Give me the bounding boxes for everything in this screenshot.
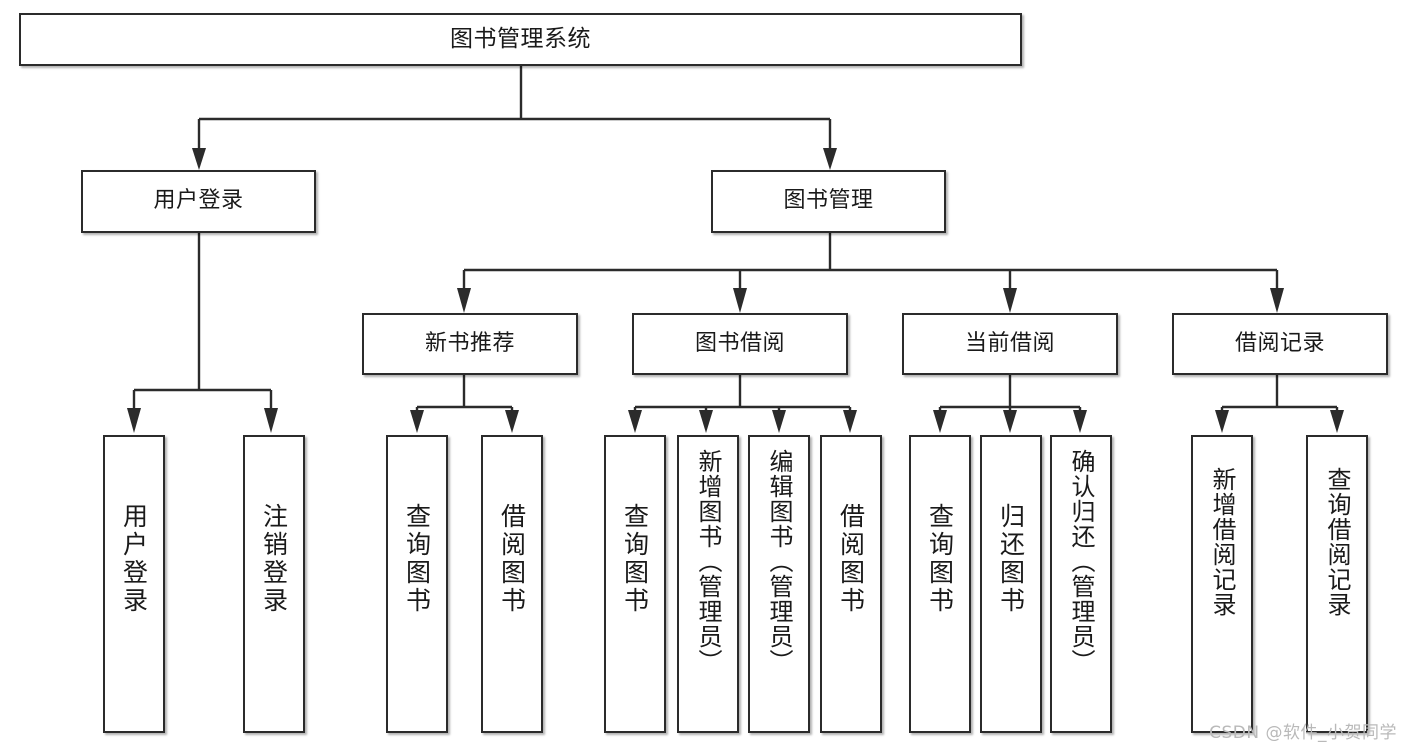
arrow-head-leaf-return-book	[1003, 410, 1017, 433]
node-leaf-query-record[interactable]: 查询借阅记录	[1306, 435, 1368, 733]
node-leaf-query-book-2[interactable]: 查询图书	[604, 435, 666, 733]
node-leaf-add-book[interactable]: 新增图书（管理员）	[677, 435, 739, 733]
node-leaf-query-record-label: 查询借阅记录	[1323, 467, 1351, 617]
node-leaf-return-book-label: 归还图书	[996, 503, 1026, 615]
node-borrow-record-label: 借阅记录	[1234, 330, 1325, 356]
node-leaf-confirm-return[interactable]: 确认归还（管理员）	[1050, 435, 1112, 733]
arrow-head-leaf-query-book-3	[933, 410, 947, 433]
node-book-borrow-label: 图书借阅	[694, 330, 785, 356]
node-book-borrow[interactable]: 图书借阅	[632, 313, 848, 375]
node-leaf-add-record-label: 新增借阅记录	[1208, 467, 1236, 617]
arrow-head-leaf-edit-book	[772, 410, 786, 433]
arrow-head-leaf-user-login	[127, 408, 141, 433]
node-leaf-query-book-1[interactable]: 查询图书	[386, 435, 448, 733]
node-leaf-return-book[interactable]: 归还图书	[980, 435, 1042, 733]
arrow-head-leaf-add-book	[699, 410, 713, 433]
arrow-head-borrow-record	[1270, 288, 1284, 313]
arrow-head-leaf-borrow-book-2	[843, 410, 857, 433]
node-current-borrow-label: 当前借阅	[964, 330, 1055, 356]
node-book-management[interactable]: 图书管理	[711, 170, 946, 233]
node-leaf-borrow-book-1[interactable]: 借阅图书	[481, 435, 543, 733]
arrow-head-leaf-query-record	[1330, 410, 1344, 433]
node-user-login-label: 用户登录	[153, 188, 244, 214]
arrow-head-leaf-user-logout	[264, 408, 278, 433]
node-leaf-user-login-label: 用户登录	[119, 503, 149, 615]
node-leaf-query-book-1-label: 查询图书	[402, 503, 432, 615]
node-leaf-borrow-book-1-label: 借阅图书	[497, 503, 527, 615]
node-book-management-label: 图书管理	[783, 188, 874, 214]
node-leaf-user-login[interactable]: 用户登录	[103, 435, 165, 733]
node-leaf-add-record[interactable]: 新增借阅记录	[1191, 435, 1253, 733]
arrow-head-leaf-borrow-book-1	[505, 410, 519, 433]
arrow-head-book-borrow	[733, 288, 747, 313]
node-borrow-record[interactable]: 借阅记录	[1172, 313, 1388, 375]
node-user-login[interactable]: 用户登录	[81, 170, 316, 233]
node-leaf-edit-book-label: 编辑图书（管理员）	[765, 449, 793, 674]
node-current-borrow[interactable]: 当前借阅	[902, 313, 1118, 375]
node-leaf-query-book-2-label: 查询图书	[620, 503, 650, 615]
arrow-head-user-login	[192, 148, 206, 170]
node-leaf-edit-book[interactable]: 编辑图书（管理员）	[748, 435, 810, 733]
watermark-text: CSDN @软件_小贺同学	[1209, 723, 1397, 743]
node-root-label: 图书管理系统	[450, 25, 591, 52]
node-leaf-confirm-return-label: 确认归还（管理员）	[1067, 449, 1095, 674]
arrow-head-new-book-recommend	[457, 288, 471, 313]
arrow-head-current-borrow	[1003, 288, 1017, 313]
node-root[interactable]: 图书管理系统	[19, 13, 1022, 66]
node-leaf-add-book-label: 新增图书（管理员）	[694, 449, 722, 674]
node-leaf-borrow-book-2[interactable]: 借阅图书	[820, 435, 882, 733]
node-leaf-query-book-3[interactable]: 查询图书	[909, 435, 971, 733]
node-leaf-user-logout[interactable]: 注销登录	[243, 435, 305, 733]
node-new-book-recommend-label: 新书推荐	[424, 330, 515, 356]
arrow-head-leaf-query-book-1	[410, 410, 424, 433]
node-new-book-recommend[interactable]: 新书推荐	[362, 313, 578, 375]
arrow-head-leaf-confirm-return	[1073, 410, 1087, 433]
node-leaf-user-logout-label: 注销登录	[259, 503, 289, 615]
node-leaf-borrow-book-2-label: 借阅图书	[836, 503, 866, 615]
arrow-head-leaf-query-book-2	[628, 410, 642, 433]
arrow-head-book-management	[823, 148, 837, 170]
node-leaf-query-book-3-label: 查询图书	[925, 503, 955, 615]
arrow-head-leaf-add-record	[1215, 410, 1229, 433]
